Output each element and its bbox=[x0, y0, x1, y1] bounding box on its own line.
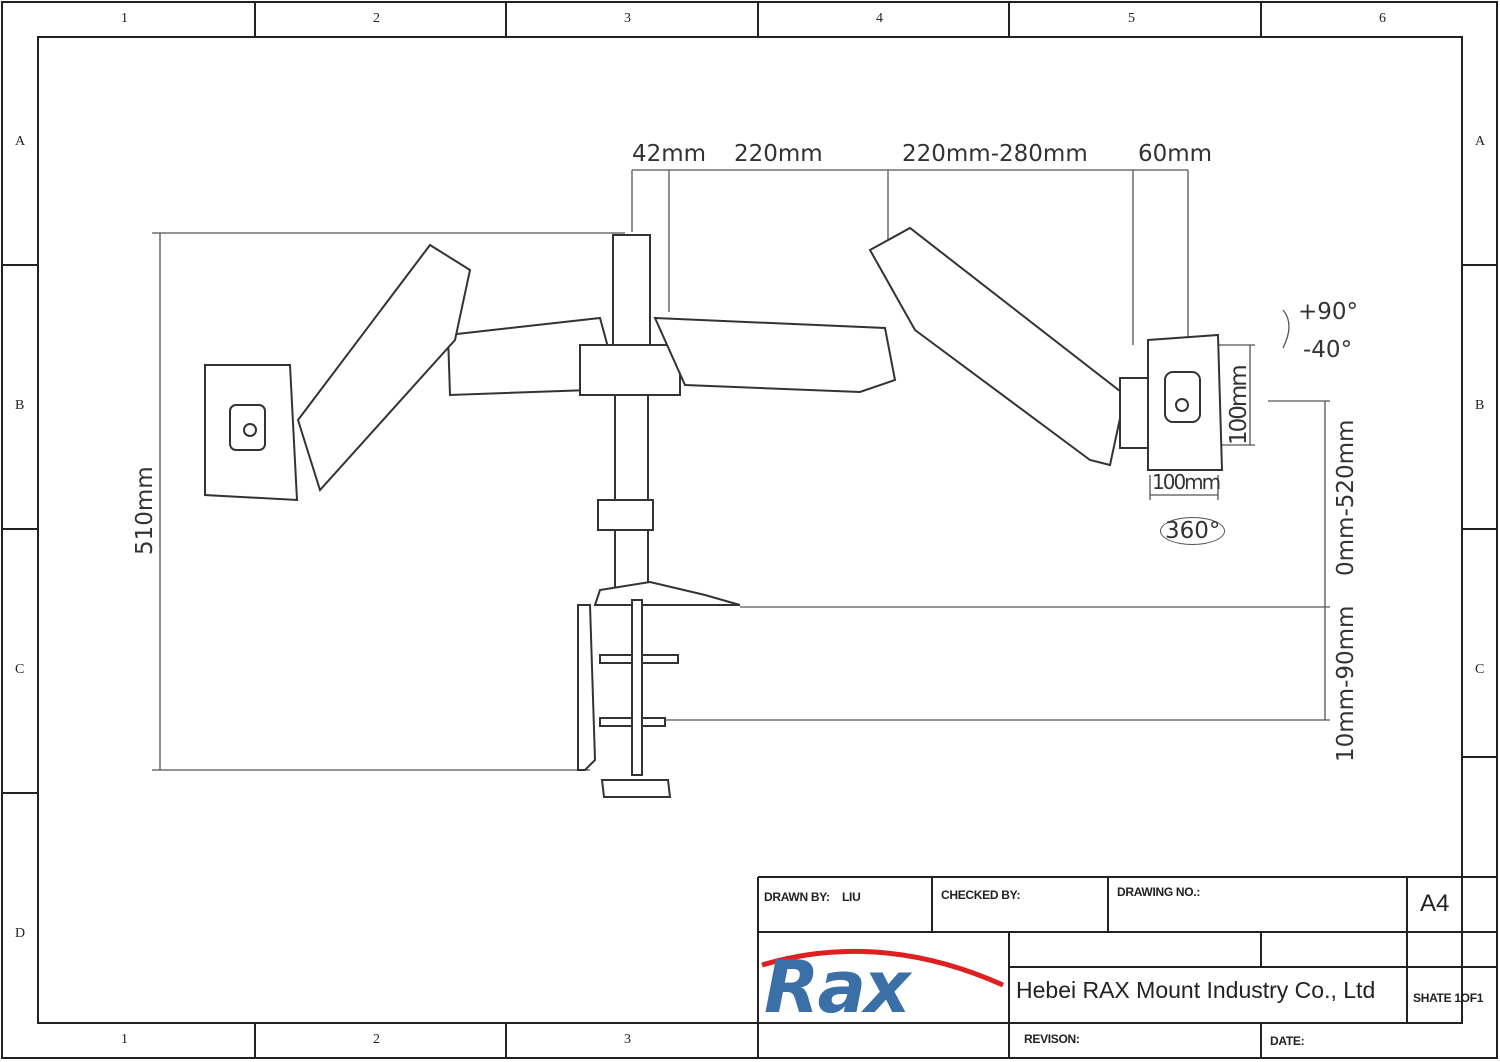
column-label: 2 bbox=[373, 1032, 380, 1047]
dimension-lines bbox=[152, 169, 1330, 771]
pole bbox=[614, 394, 649, 596]
tilt-down-label: -40° bbox=[1303, 337, 1353, 363]
row-label: B bbox=[1475, 398, 1485, 413]
row-label: C bbox=[15, 662, 25, 677]
rotation-label: 360° bbox=[1160, 517, 1226, 545]
rax-logo: Rax bbox=[761, 945, 1005, 1029]
drawn-by-label: DRAWN BY: bbox=[764, 890, 830, 904]
right-arm-lower bbox=[653, 316, 897, 394]
vesa-height-label: 100mm bbox=[1226, 366, 1252, 445]
revision-label: REVISON: bbox=[1024, 1032, 1080, 1046]
monitor-arm-drawing bbox=[204, 226, 1224, 798]
column-label: 3 bbox=[624, 1032, 631, 1047]
column-label: 6 bbox=[1379, 11, 1386, 26]
tilt-joint bbox=[1119, 377, 1151, 449]
paper-size: A4 bbox=[1420, 890, 1450, 917]
svg-text:Rax: Rax bbox=[764, 945, 913, 1029]
row-label: A bbox=[1475, 134, 1486, 149]
drawing-no-label: DRAWING NO.: bbox=[1117, 885, 1201, 899]
row-label: C bbox=[1475, 662, 1485, 677]
dim-510mm: 510mm bbox=[132, 466, 158, 555]
tilt-up-label: +90° bbox=[1298, 299, 1359, 325]
left-arm-upper bbox=[296, 243, 472, 492]
clamp-body bbox=[577, 604, 597, 771]
vesa-width-label: 100mm bbox=[1152, 470, 1221, 494]
right-arm-upper bbox=[868, 226, 1127, 467]
column-label: 1 bbox=[121, 11, 128, 26]
column-label: 4 bbox=[876, 11, 883, 26]
column-label: 2 bbox=[373, 11, 380, 26]
drawn-by-value: LIU bbox=[842, 890, 861, 904]
dim-60mm: 60mm bbox=[1138, 141, 1213, 167]
height-adjust-label: 0mm-520mm bbox=[1333, 419, 1359, 576]
dim-220mm: 220mm bbox=[734, 141, 823, 167]
company-name: Hebei RAX Mount Industry Co., Ltd bbox=[1016, 977, 1376, 1003]
pole-collar bbox=[597, 499, 654, 531]
clamp-range-label: 10mm-90mm bbox=[1333, 605, 1359, 762]
column-label: 3 bbox=[624, 11, 631, 26]
row-label: D bbox=[15, 926, 26, 941]
checked-by-label: CHECKED BY: bbox=[941, 888, 1021, 902]
column-label: 5 bbox=[1128, 11, 1135, 26]
dim-220-280mm: 220mm-280mm bbox=[902, 141, 1088, 167]
column-label: 1 bbox=[121, 1032, 128, 1047]
clamp-knob bbox=[600, 779, 672, 798]
sheet-label: SHATE 1OF1 bbox=[1413, 991, 1484, 1005]
row-label: A bbox=[15, 134, 26, 149]
center-hub bbox=[579, 344, 681, 396]
row-label: B bbox=[15, 398, 25, 413]
clamp-screw bbox=[631, 599, 643, 776]
pole-top bbox=[612, 234, 651, 356]
dim-42mm: 42mm bbox=[632, 141, 707, 167]
title-block-grid bbox=[757, 876, 1498, 1058]
date-label: DATE: bbox=[1270, 1034, 1305, 1048]
